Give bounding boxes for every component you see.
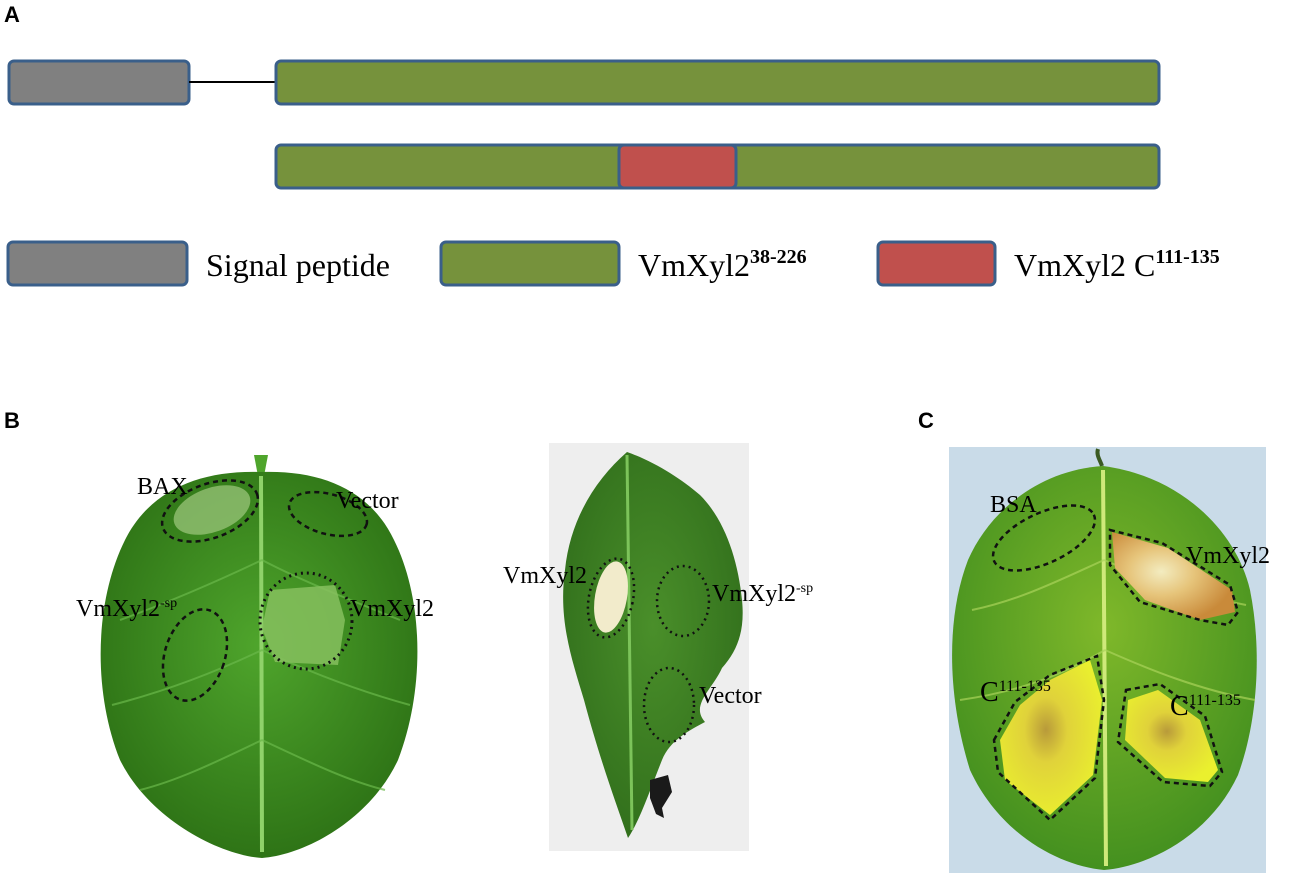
leaf3-label-c-left: C111-135: [980, 677, 1051, 708]
leaf3-label-c-right: C111-135: [1170, 691, 1241, 722]
leaf3-label-vmxyl2: VmXyl2: [1186, 543, 1270, 569]
infiltration-circle-bax: [160, 479, 260, 543]
signal-peptide-box: [7, 59, 191, 106]
leaf1-label-vmxyl2: VmXyl2: [350, 596, 434, 622]
infiltration-outline-c-right: [1116, 682, 1224, 788]
leaf-photo-1: BAX Vector VmXyl2-sp VmXyl2: [76, 455, 434, 858]
leaf-1-blade: [100, 471, 418, 858]
leaf-2-blade: [563, 452, 743, 838]
leaf-photo-2: VmXyl2 VmXyl2-sp Vector: [503, 443, 813, 851]
infiltration-circle-leaf2-vmxyl2: [586, 557, 636, 639]
leaf1-label-vmxyl2sp: VmXyl2-sp: [76, 596, 177, 622]
mature-protein-box: [274, 59, 1161, 106]
fragment-box: [617, 143, 738, 190]
infiltration-circle-leaf2-vmxyl2sp: [655, 564, 711, 638]
infiltration-circle-bsa: [991, 504, 1097, 572]
leaf-1-stem: [254, 455, 268, 476]
leaf2-label-vmxyl2sp: VmXyl2-sp: [712, 581, 813, 607]
infiltration-circle-vector: [287, 490, 369, 538]
domain-diagram: [7, 59, 1161, 190]
legend-label-fragment: VmXyl2 C111-135: [1014, 246, 1220, 283]
legend-swatch-fragment: [876, 240, 997, 287]
legend-label-signal-peptide: Signal peptide: [206, 247, 390, 283]
leaf3-label-bsa: BSA: [990, 492, 1037, 518]
legend-swatch-mature: [439, 240, 621, 287]
infiltration-circle-vmxyl2: [258, 571, 354, 671]
leaf-photo-3: BSA VmXyl2 C111-135 C111-135: [949, 447, 1270, 873]
panel-label-a: A: [4, 2, 20, 27]
panel-label-b: B: [4, 408, 20, 433]
infiltration-circle-vmxyl2sp: [161, 608, 229, 702]
leaf2-label-vector: Vector: [699, 683, 762, 709]
legend: Signal peptide VmXyl238-226 VmXyl2 C111-…: [6, 240, 1220, 287]
infiltration-outline-vmxyl2: [1108, 528, 1240, 627]
panel-label-c: C: [918, 408, 934, 433]
leaf1-label-vector: Vector: [336, 488, 399, 514]
infiltration-circle-leaf2-vector: [642, 666, 696, 744]
legend-label-mature: VmXyl238-226: [638, 246, 807, 283]
infiltration-outline-c-left: [992, 654, 1106, 822]
leaf2-label-vmxyl2: VmXyl2: [503, 563, 587, 589]
leaf1-label-bax: BAX: [137, 474, 188, 500]
legend-swatch-signal-peptide: [6, 240, 189, 287]
